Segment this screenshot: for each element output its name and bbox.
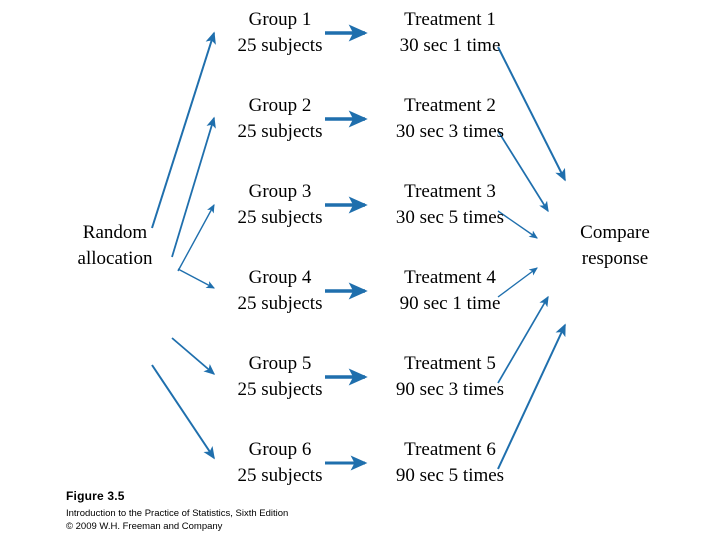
group-5-label: Group 5: [248, 353, 312, 374]
group-4-label: Group 4: [248, 267, 312, 288]
figure-caption-title: Figure 3.5: [66, 489, 125, 503]
random-allocation-line-2: allocation: [77, 247, 153, 269]
treatment-1-detail: 30 sec 1 time: [399, 34, 501, 56]
random-allocation-line-1: Random: [82, 222, 148, 243]
arrow-allocation-to-group-3: [177, 204, 215, 272]
node-treatment-1: Treatment 1 30 sec 1 time: [370, 7, 530, 58]
group-6-subjects: 25 subjects: [237, 464, 323, 486]
node-compare-response: Compare response: [545, 220, 685, 271]
group-1-label: Group 1: [248, 9, 312, 30]
arrow-treatment-5-to-compare: [497, 295, 549, 384]
treatment-6-detail: 90 sec 5 times: [395, 464, 505, 486]
arrow-allocation-to-group-1: [151, 31, 216, 229]
group-1-subjects: 25 subjects: [237, 34, 323, 56]
node-group-5: Group 5 25 subjects: [205, 351, 355, 402]
arrow-treatment-2-to-compare: [497, 130, 549, 213]
node-group-3: Group 3 25 subjects: [205, 179, 355, 230]
treatment-4-label: Treatment 4: [404, 267, 496, 288]
node-treatment-3: Treatment 3 30 sec 5 times: [370, 179, 530, 230]
figure-caption-book: Introduction to the Practice of Statisti…: [66, 508, 289, 519]
arrow-allocation-to-group-4: [177, 268, 215, 289]
group-5-subjects: 25 subjects: [237, 378, 323, 400]
arrow-allocation-to-group-2: [171, 116, 216, 258]
compare-response-line-2: response: [581, 247, 649, 269]
arrow-treatment-4-to-compare: [497, 267, 538, 298]
treatment-5-label: Treatment 5: [404, 353, 496, 374]
node-group-1: Group 1 25 subjects: [205, 7, 355, 58]
node-treatment-2: Treatment 2 30 sec 3 times: [370, 93, 530, 144]
group-2-subjects: 25 subjects: [237, 120, 323, 142]
node-group-6: Group 6 25 subjects: [205, 437, 355, 488]
node-group-4: Group 4 25 subjects: [205, 265, 355, 316]
arrow-treatment-1-to-compare: [497, 46, 566, 182]
treatment-2-detail: 30 sec 3 times: [395, 120, 505, 142]
arrow-treatment-6-to-compare: [497, 323, 566, 470]
group-2-label: Group 2: [248, 95, 312, 116]
treatment-6-label: Treatment 6: [404, 439, 496, 460]
treatment-2-label: Treatment 2: [404, 95, 496, 116]
treatment-4-detail: 90 sec 1 time: [399, 292, 501, 314]
treatment-1-label: Treatment 1: [404, 9, 496, 30]
node-group-2: Group 2 25 subjects: [205, 93, 355, 144]
node-treatment-5: Treatment 5 90 sec 3 times: [370, 351, 530, 402]
compare-response-line-1: Compare: [580, 222, 650, 243]
figure-caption-copyright: © 2009 W.H. Freeman and Company: [66, 521, 223, 532]
arrow-allocation-to-group-5: [171, 337, 216, 375]
group-3-subjects: 25 subjects: [237, 206, 323, 228]
treatment-3-label: Treatment 3: [404, 181, 496, 202]
node-random-allocation: Random allocation: [45, 220, 185, 271]
arrow-treatment-3-to-compare: [497, 210, 538, 239]
group-6-label: Group 6: [248, 439, 312, 460]
group-3-label: Group 3: [248, 181, 312, 202]
treatment-3-detail: 30 sec 5 times: [395, 206, 505, 228]
group-4-subjects: 25 subjects: [237, 292, 323, 314]
arrow-allocation-to-group-6: [151, 364, 215, 460]
treatment-5-detail: 90 sec 3 times: [395, 378, 505, 400]
node-treatment-4: Treatment 4 90 sec 1 time: [370, 265, 530, 316]
node-treatment-6: Treatment 6 90 sec 5 times: [370, 437, 530, 488]
